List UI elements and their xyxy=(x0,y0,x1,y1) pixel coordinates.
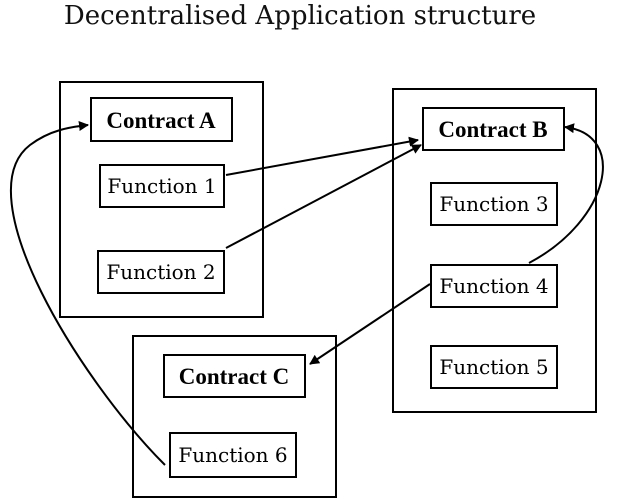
edges xyxy=(9,121,604,466)
function-6-label: Function 6 xyxy=(178,443,287,467)
contract-b-label: Contract B xyxy=(438,117,547,142)
contract-c-label: Contract C xyxy=(179,364,290,389)
function-5-box xyxy=(430,345,558,389)
contract-c-group: Contract C Function 6 xyxy=(132,335,337,498)
edge-function-6-to-contract-a xyxy=(9,121,166,466)
contract-c-header xyxy=(163,354,306,398)
function-1-label: Function 1 xyxy=(107,174,216,198)
edge-function-4-to-contract-b xyxy=(528,123,604,264)
function-5-label: Function 5 xyxy=(439,355,548,379)
diagram-title: Decentralised Application structure xyxy=(64,1,536,31)
contract-a-label: Contract A xyxy=(106,108,216,133)
edge-function-1-to-contract-b xyxy=(225,136,419,176)
edge-function-4-to-contract-c xyxy=(309,283,431,365)
contract-b-container xyxy=(392,88,597,413)
function-3-label: Function 3 xyxy=(439,192,548,216)
function-6-box xyxy=(169,432,297,478)
function-4-box xyxy=(430,264,558,308)
function-2-box xyxy=(97,250,225,294)
contract-b-header xyxy=(422,107,565,151)
contract-a-group: Contract A Function 1 Function 2 xyxy=(59,81,264,318)
contract-a-header xyxy=(90,97,233,142)
contract-a-container xyxy=(59,81,264,318)
function-3-box xyxy=(430,182,558,226)
contract-c-container xyxy=(132,335,337,498)
function-4-label: Function 4 xyxy=(439,274,548,298)
function-1-box xyxy=(99,164,225,208)
contract-b-group: Contract B Function 3 Function 4 Functio… xyxy=(392,88,597,413)
edge-function-2-to-contract-b xyxy=(225,144,422,249)
function-2-label: Function 2 xyxy=(106,260,215,284)
